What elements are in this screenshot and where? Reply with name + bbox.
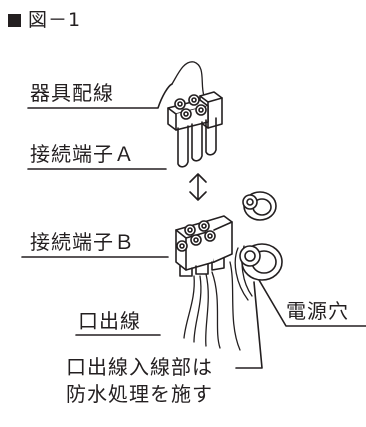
equipment-wire	[171, 61, 205, 97]
title-square-marker	[8, 14, 21, 27]
terminal-b-block	[175, 215, 233, 277]
label-outlet-wire: 口出線	[78, 309, 141, 333]
leader-power-hole	[251, 267, 366, 327]
label-power-hole: 電源穴	[286, 299, 349, 323]
connect-arrow-icon	[189, 173, 207, 201]
label-note-line2: 防水処理を施す	[66, 382, 213, 406]
label-terminal-a: 接続端子Ａ	[30, 142, 135, 166]
grommet-top	[242, 191, 277, 221]
outlet-wires	[183, 261, 241, 351]
leader-note	[235, 281, 263, 369]
label-note-line1: 口出線入線部は	[66, 355, 213, 379]
label-equipment-wiring: 器具配線	[30, 81, 114, 105]
figure-title: 図－1	[28, 9, 82, 31]
leader-equipment-wiring	[27, 83, 173, 109]
terminal-a-block	[167, 91, 223, 168]
label-terminal-b: 接続端子Ｂ	[30, 230, 135, 254]
grommet-power-hole	[239, 243, 283, 281]
